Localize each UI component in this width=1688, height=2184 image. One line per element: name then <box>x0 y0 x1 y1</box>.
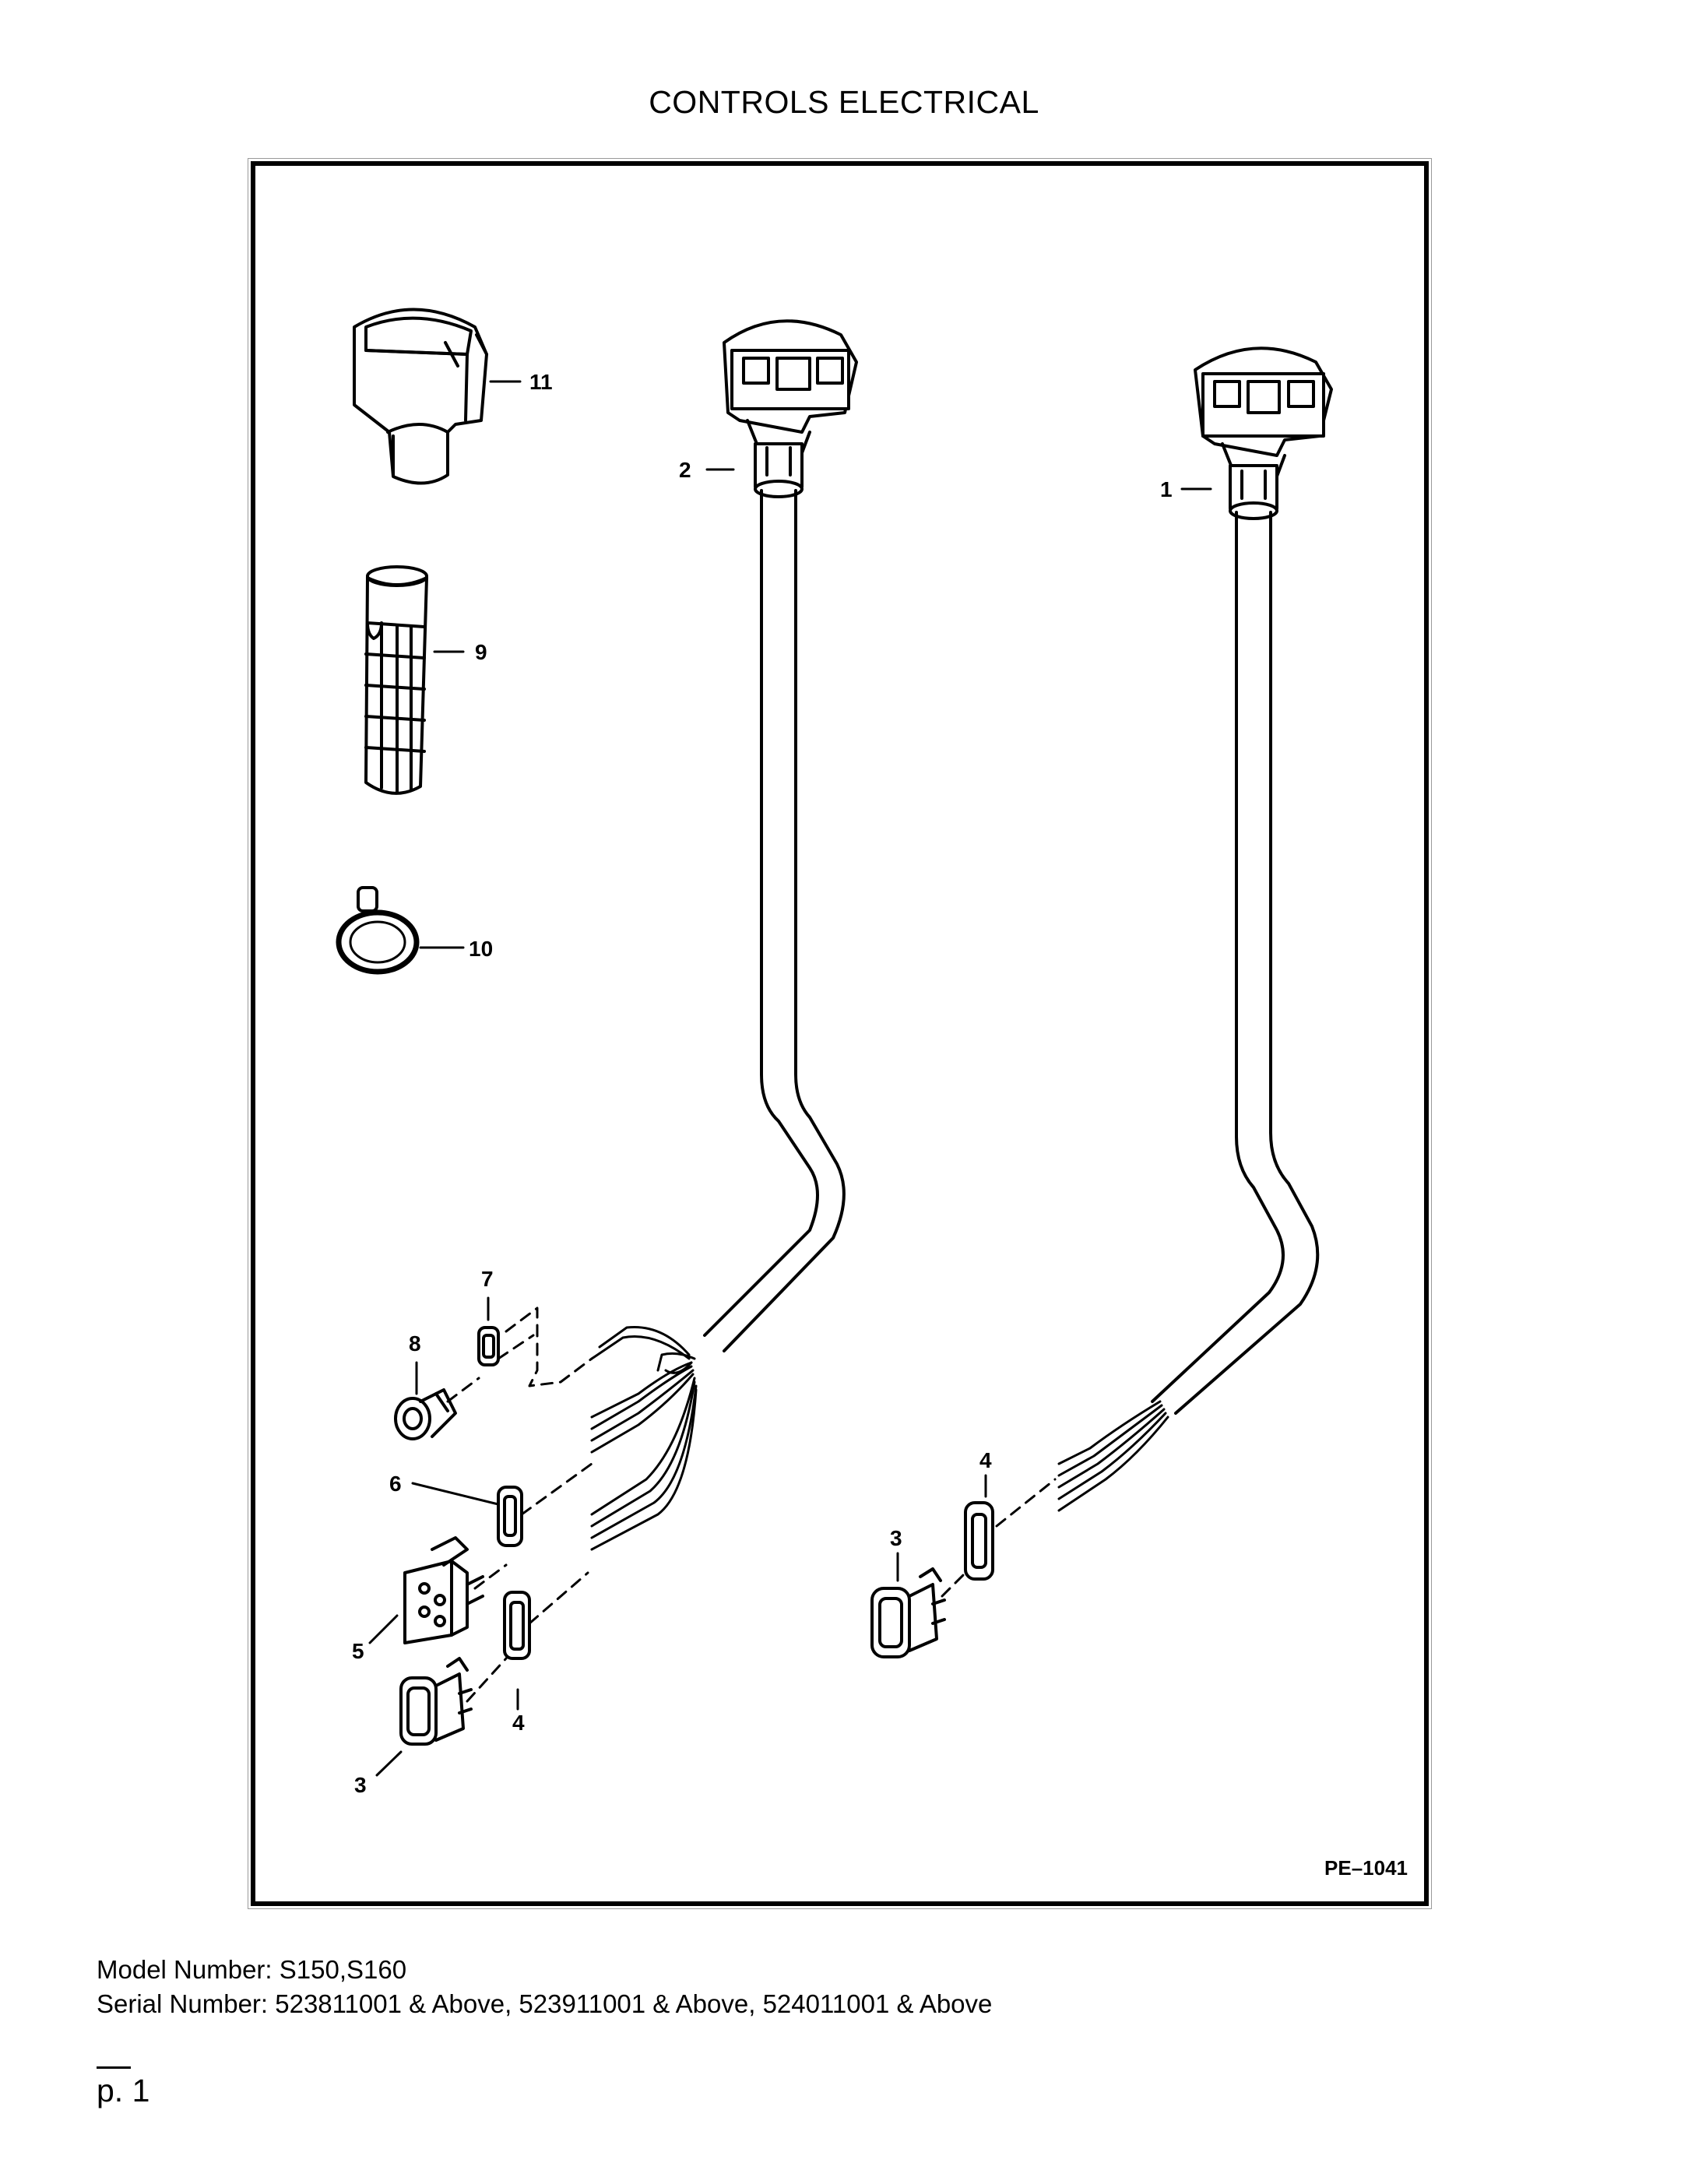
connector-path-dashed-upper <box>446 1307 593 1403</box>
serial-number-line: Serial Number: 523811001 & Above, 523911… <box>97 1989 993 2018</box>
harness-cable-right <box>1151 511 1320 1415</box>
part-4-seal-left <box>503 1591 531 1660</box>
page-title: CONTROLS ELECTRICAL <box>649 84 1039 120</box>
callout-8: 8 <box>409 1331 421 1356</box>
callout-10: 10 <box>469 937 493 961</box>
callout-2: 2 <box>679 458 691 482</box>
callout-3-right: 3 <box>890 1526 902 1550</box>
callout-1: 1 <box>1160 477 1173 501</box>
part-3-connector-left <box>399 1657 473 1746</box>
diagram-frame-outer <box>248 158 1432 1909</box>
diagram-frame <box>251 161 1429 1906</box>
part-2-joystick-handle <box>723 319 858 498</box>
part-6-seal <box>497 1486 523 1547</box>
part-4-seal-right <box>964 1501 994 1581</box>
part-5-connector <box>403 1536 484 1644</box>
model-info: Model Number: S150,S160 Serial Number: 5… <box>97 1953 992 2021</box>
part-10-cable-clamp <box>336 886 420 975</box>
callout-5: 5 <box>352 1639 364 1663</box>
harness-cable-left <box>703 489 846 1352</box>
model-number-line: Model Number: S150,S160 <box>97 1955 407 1984</box>
part-11-grip-cap <box>353 308 488 485</box>
page-number: p. 1 <box>97 2073 150 2108</box>
part-3-connector-right <box>870 1567 946 1658</box>
page-number-rule <box>97 2066 131 2069</box>
callout-3-left: 3 <box>354 1773 367 1797</box>
callout-9: 9 <box>475 640 487 664</box>
callout-6: 6 <box>389 1472 402 1496</box>
callout-7: 7 <box>481 1267 494 1291</box>
callout-leaders <box>368 380 1212 1777</box>
callout-4-left: 4 <box>512 1711 525 1735</box>
connector-path-dashed-right <box>941 1478 1057 1598</box>
part-8-plug <box>394 1388 457 1440</box>
connector-path-dashed-lower-left <box>466 1462 593 1703</box>
part-7-seal <box>477 1326 500 1366</box>
figure-reference: PE–1041 <box>1324 1856 1408 1880</box>
callout-11: 11 <box>529 370 553 394</box>
part-9-handle-grip <box>364 565 428 795</box>
part-1-joystick-handle <box>1194 346 1333 520</box>
harness-wires-right <box>1057 1400 1169 1512</box>
callout-4-right: 4 <box>979 1448 992 1472</box>
harness-wires-left <box>590 1325 698 1551</box>
